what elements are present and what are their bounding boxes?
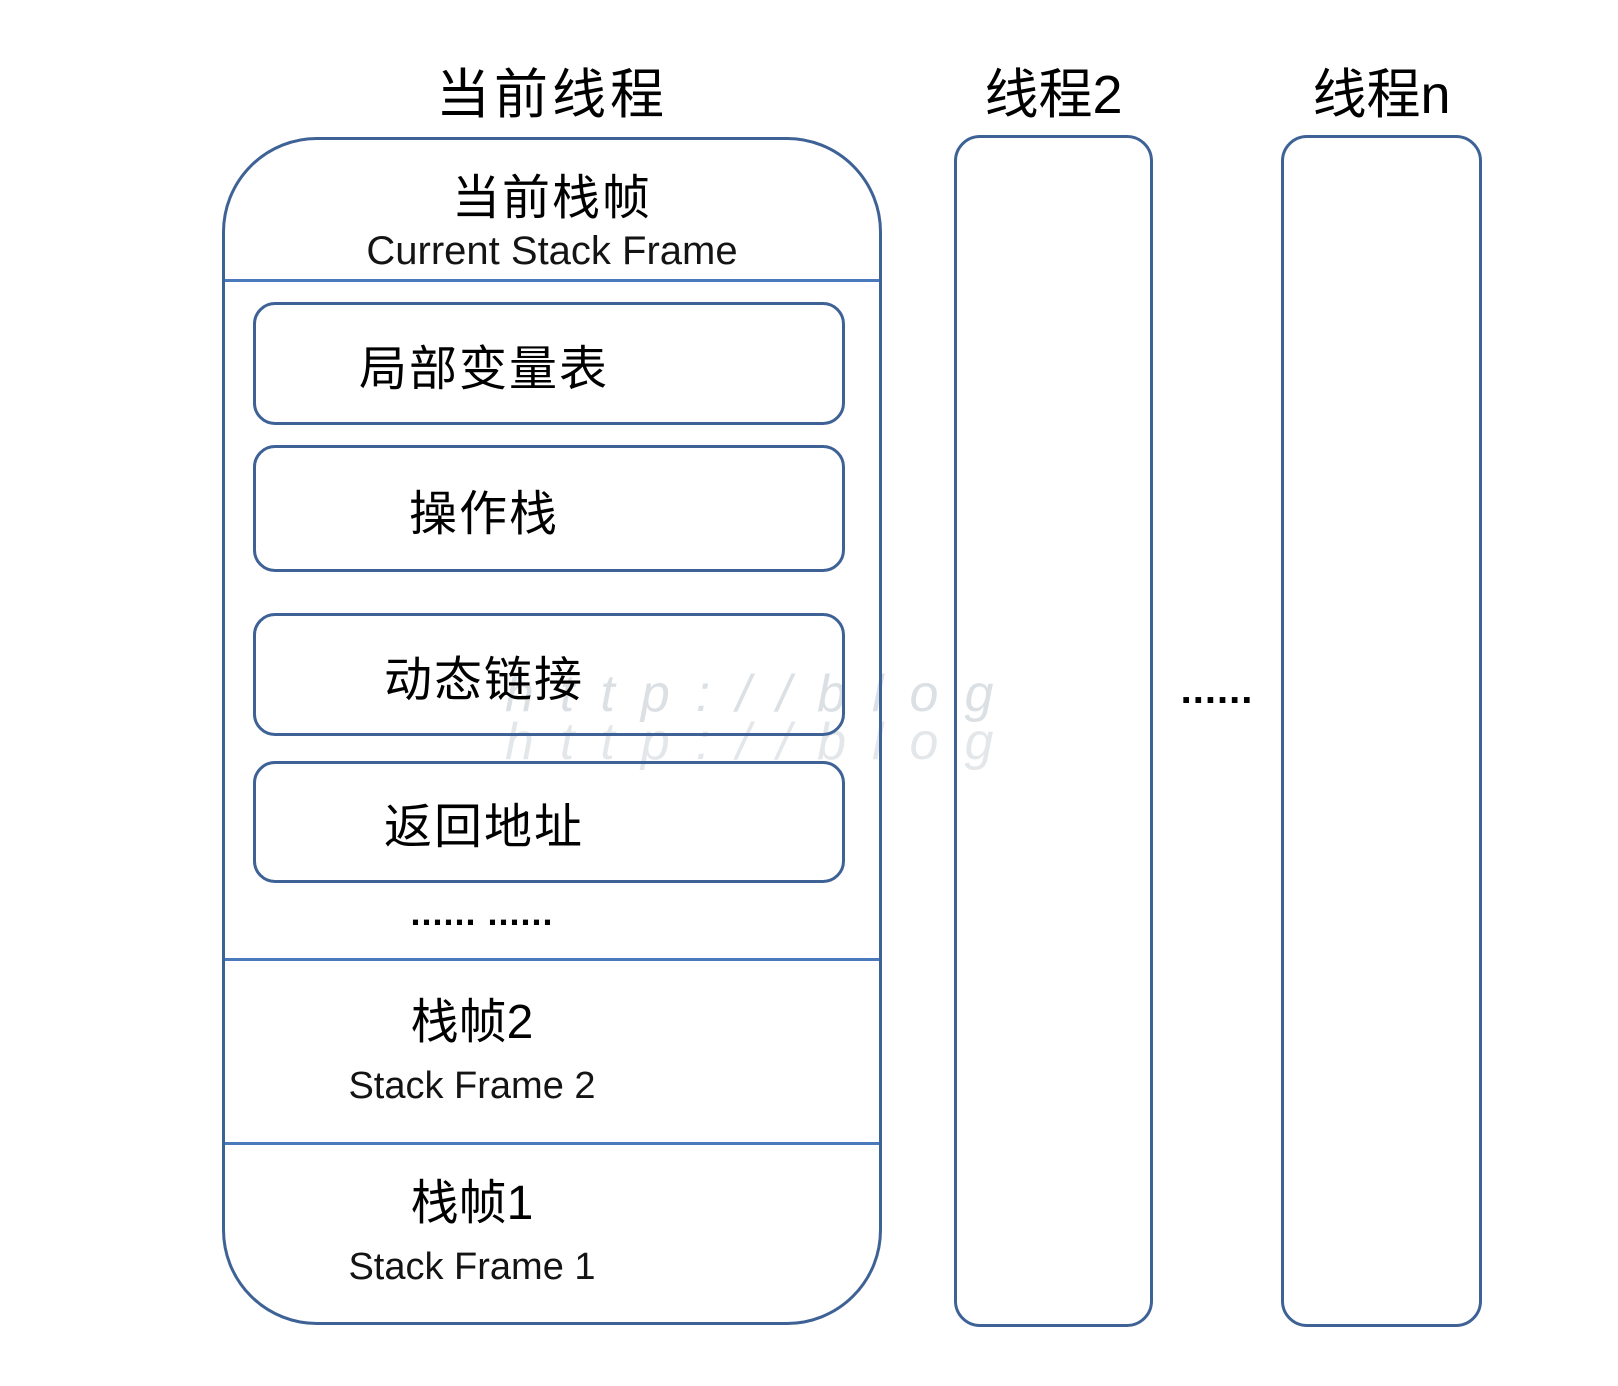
stack-frame-2-section: 栈帧2 Stack Frame 2: [225, 958, 879, 1145]
current-stack-frame-header: 当前栈帧 Current Stack Frame: [225, 140, 879, 282]
operand-stack-box: 操作栈: [253, 445, 845, 572]
threads-ellipsis: ......: [1180, 668, 1254, 712]
local-variable-table-label: 局部变量表: [358, 342, 609, 396]
thread-n-stack-box: [1281, 135, 1482, 1327]
frame-ellipsis: ...... ......: [410, 892, 554, 933]
return-address-label: 返回地址: [383, 801, 584, 854]
dynamic-linking-box: 动态链接: [253, 613, 845, 736]
watermark-text: http://blog: [505, 665, 1020, 723]
stack-frame-1-label-en: Stack Frame 1: [348, 1246, 596, 1288]
thread-n-title: 线程n: [1312, 65, 1451, 125]
current-thread-stack-box: 当前栈帧 Current Stack Frame 局部变量表 操作栈 动态链接 …: [222, 137, 882, 1325]
stack-frame-1-section: 栈帧1 Stack Frame 1: [225, 1145, 879, 1321]
operand-stack-label: 操作栈: [408, 487, 559, 541]
return-address-box: 返回地址: [253, 761, 845, 883]
dynamic-linking-label: 动态链接: [383, 653, 584, 707]
current-thread-title: 当前线程: [436, 65, 668, 125]
thread-2-title: 线程2: [984, 65, 1123, 125]
stack-frame-1-label-zh: 栈帧1: [410, 1177, 534, 1230]
thread-2-stack-box: [954, 135, 1153, 1327]
stack-frame-2-label-zh: 栈帧2: [410, 995, 534, 1049]
local-variable-table-box: 局部变量表: [253, 302, 845, 425]
current-stack-frame-title-zh: 当前栈帧: [451, 172, 652, 225]
current-stack-frame-title-en: Current Stack Frame: [366, 229, 738, 273]
stack-frame-2-label-en: Stack Frame 2: [348, 1064, 596, 1107]
